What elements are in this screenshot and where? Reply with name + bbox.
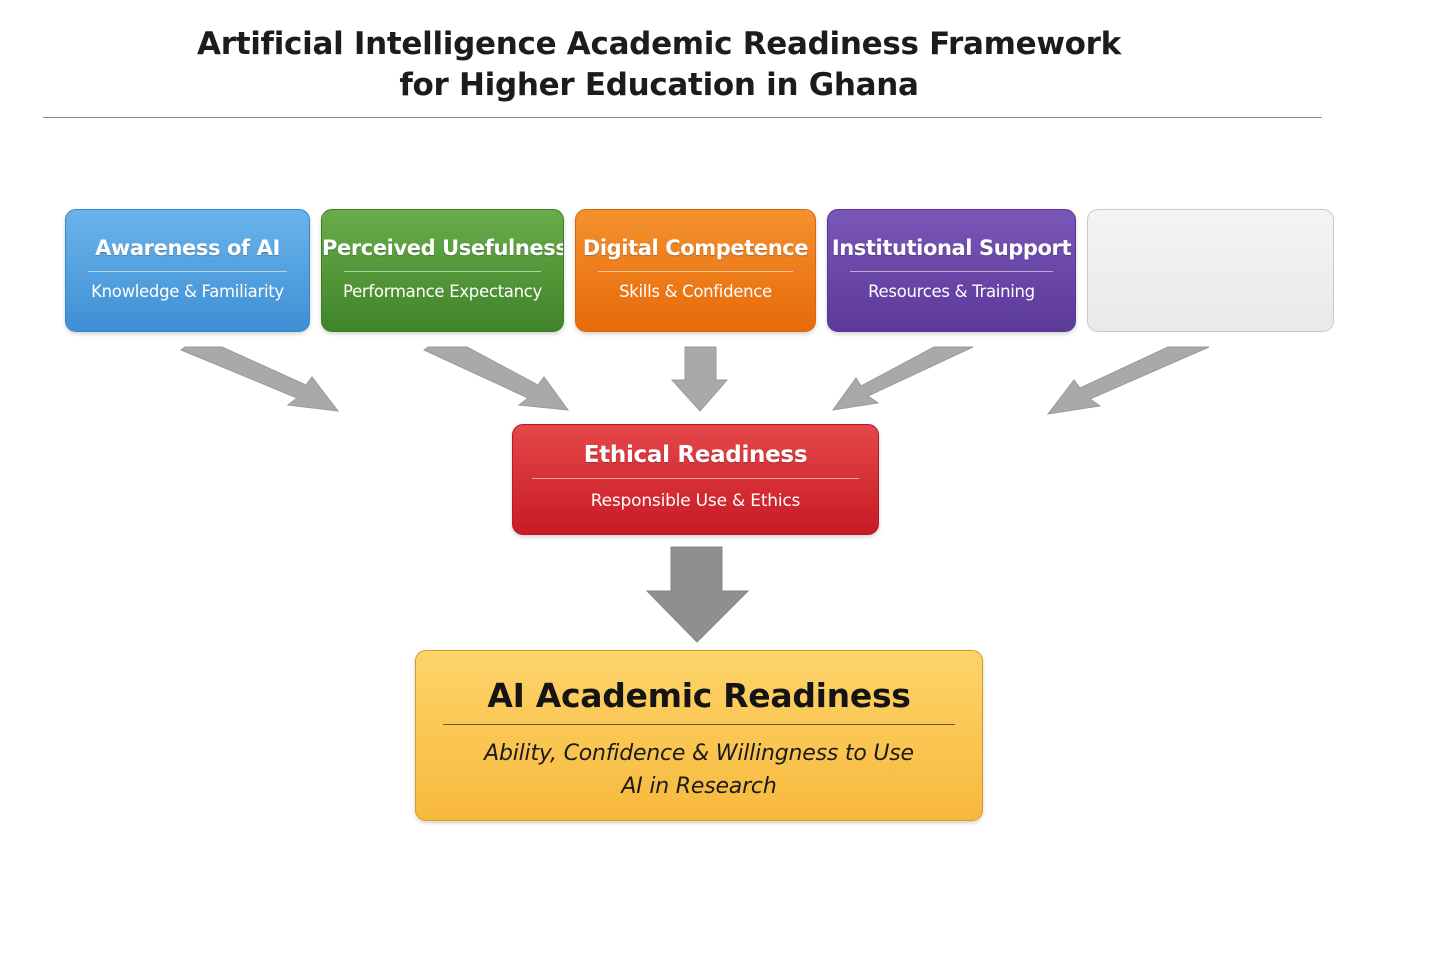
arrow-institutional-to-ethical <box>831 346 974 411</box>
factor-box-perceived-usefulness: Perceived Usefulness Performance Expecta… <box>321 209 564 332</box>
factor-box-digital-competence: Digital Competence Skills & Confidence <box>575 209 816 332</box>
factor-title-digital-competence: Digital Competence <box>582 236 809 260</box>
factor-box-awareness: Awareness of AI Knowledge & Familiarity <box>65 209 310 332</box>
factor-subtitle-perceived-usefulness: Performance Expectancy <box>343 282 542 301</box>
factor-title-institutional-support: Institutional Support <box>831 236 1072 260</box>
factor-subtitle-awareness: Knowledge & Familiarity <box>91 282 284 301</box>
factor-divider <box>88 271 287 272</box>
factor-box-empty <box>1087 209 1334 332</box>
diagram-title-line-2: for Higher Education in Ghana <box>399 67 919 103</box>
outcome-divider <box>443 724 955 725</box>
outcome-subtitle: Ability, Confidence & Willingness to Use… <box>416 737 982 803</box>
factor-subtitle-institutional-support: Resources & Training <box>868 282 1035 301</box>
mediator-divider <box>532 478 859 479</box>
diagram-title-line-1: Artificial Intelligence Academic Readine… <box>197 26 1121 62</box>
arrow-empty-to-ethical <box>1046 346 1210 415</box>
outcome-subtitle-line-1: Ability, Confidence & Willingness to Use <box>484 741 914 766</box>
outcome-box-ai-academic-readiness: AI Academic Readiness Ability, Confidenc… <box>415 650 983 821</box>
factor-divider <box>598 271 793 272</box>
factor-divider <box>344 271 541 272</box>
arrow-ethical-to-outcome <box>645 546 750 643</box>
mediator-box-ethical-readiness: Ethical Readiness Responsible Use & Ethi… <box>512 424 879 535</box>
factor-divider <box>850 271 1053 272</box>
factor-subtitle-digital-competence: Skills & Confidence <box>619 282 772 301</box>
arrow-awareness-to-ethical <box>179 346 340 412</box>
outcome-subtitle-line-2: AI in Research <box>621 774 777 799</box>
arrow-digital-to-ethical <box>670 346 729 412</box>
factor-box-institutional-support: Institutional Support Resources & Traini… <box>827 209 1076 332</box>
title-divider <box>43 117 1322 118</box>
mediator-subtitle: Responsible Use & Ethics <box>590 491 801 511</box>
arrow-usefulness-to-ethical <box>423 346 570 411</box>
mediator-title: Ethical Readiness <box>583 442 808 468</box>
outcome-title: AI Academic Readiness <box>487 676 911 715</box>
factor-title-awareness: Awareness of AI <box>95 236 280 260</box>
factor-title-perceived-usefulness: Perceived Usefulness <box>322 236 564 260</box>
